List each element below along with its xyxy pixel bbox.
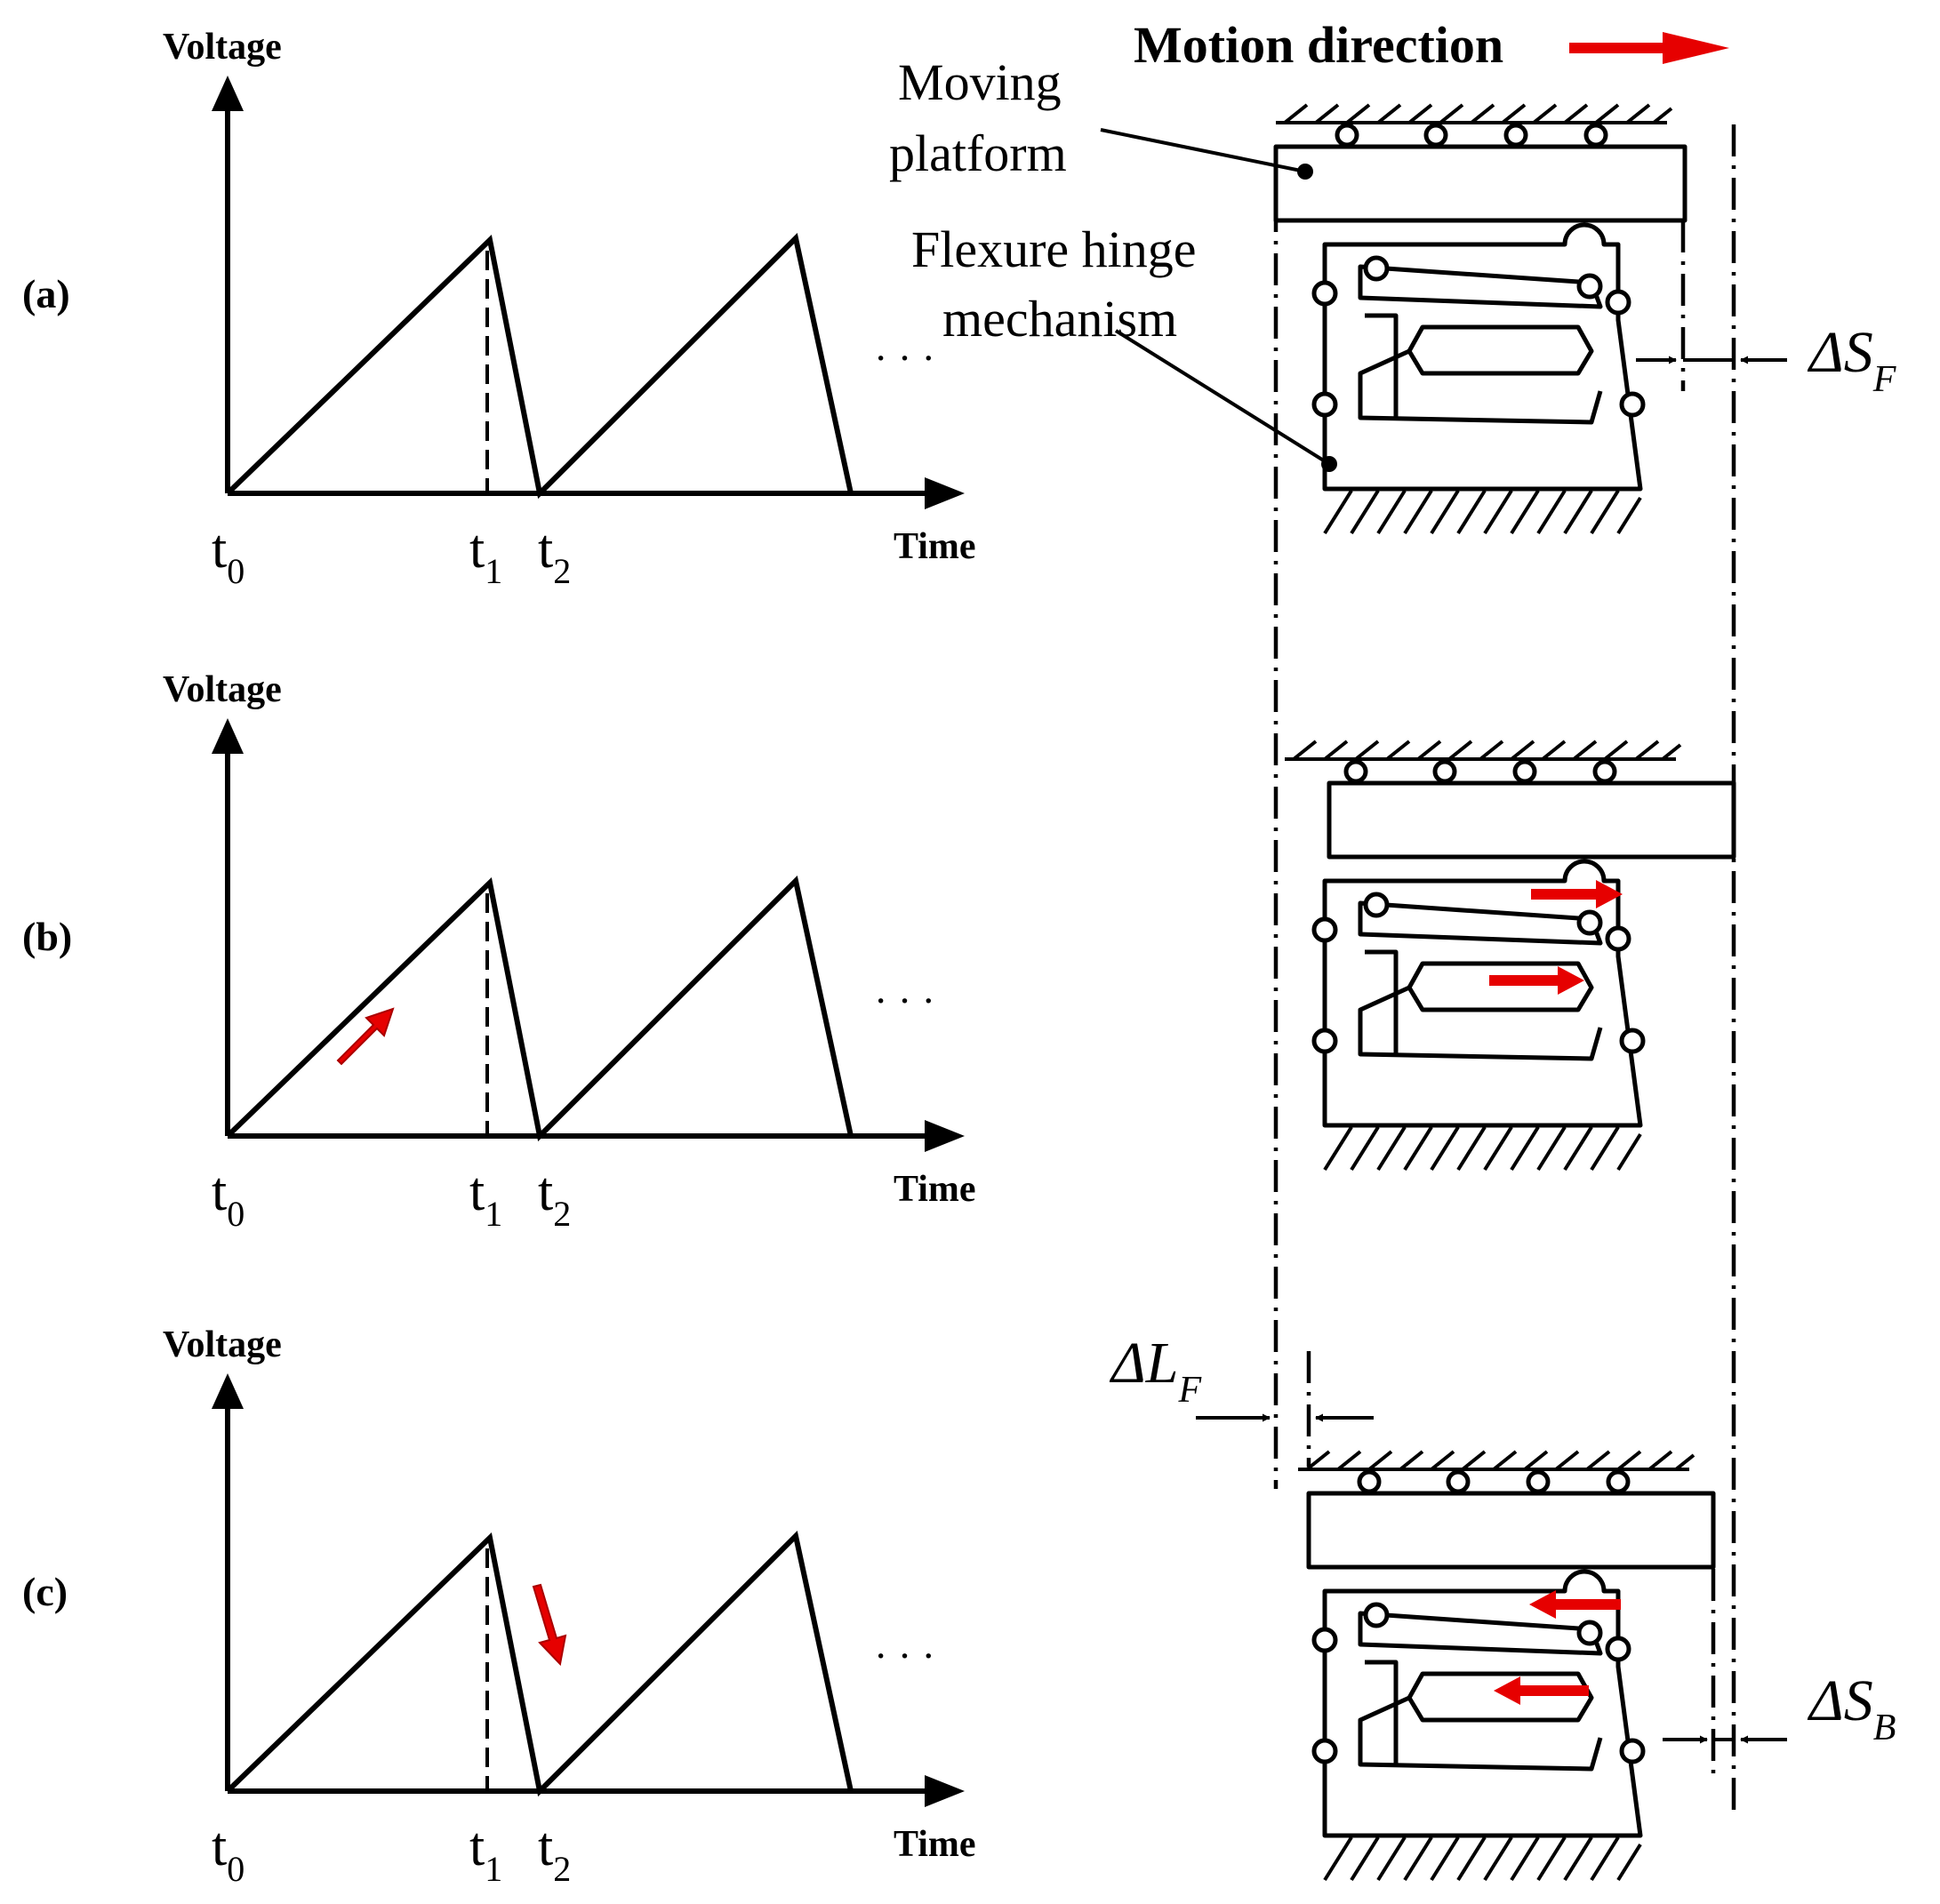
- mechanism-c: [1298, 1452, 1787, 1880]
- moving-platform: [1306, 1491, 1716, 1570]
- y-axis-label: Voltage: [163, 669, 282, 710]
- panel-label: (c): [22, 1569, 68, 1614]
- tick-t1: t1: [469, 1817, 502, 1889]
- rise-arrow-icon: [336, 1007, 395, 1066]
- x-axis-label: Time: [894, 1169, 976, 1210]
- motion-arrow-icon: [1569, 32, 1729, 64]
- delta-sb-label: ΔSB: [1807, 1668, 1896, 1748]
- delta-lf-marker: [1196, 1351, 1374, 1467]
- guide-rail: [1285, 741, 1680, 781]
- moving-platform-label-2: platform: [889, 124, 1067, 182]
- flexure-hinge-mechanism: [1314, 225, 1643, 533]
- moving-platform-label: Moving: [898, 53, 1062, 111]
- mechanism-b: [1285, 741, 1736, 1170]
- y-axis-label: Voltage: [163, 1324, 282, 1365]
- ellipsis: · · ·: [874, 978, 935, 1023]
- flexure-label: Flexure hinge: [911, 220, 1197, 278]
- waveform-b: [212, 718, 965, 1152]
- tick-t1: t1: [469, 1162, 502, 1234]
- displacement-arrow-icon: [1489, 880, 1623, 995]
- tick-t2: t2: [538, 1817, 571, 1889]
- panel-label: (b): [22, 914, 72, 959]
- tick-t2: t2: [538, 519, 571, 591]
- y-axis-label: Voltage: [163, 27, 282, 68]
- tick-t2: t2: [538, 1162, 571, 1234]
- moving-platform: [1327, 780, 1736, 860]
- tick-t0: t0: [212, 519, 245, 591]
- x-axis-label: Time: [894, 526, 976, 567]
- moving-platform: [1273, 144, 1687, 223]
- guide-rail: [1276, 105, 1671, 145]
- delta-lf-label: ΔLF: [1109, 1331, 1201, 1411]
- displacement-arrow-icon: [1494, 1590, 1621, 1705]
- delta-sf-label: ΔSF: [1807, 320, 1896, 400]
- motion-direction-label: Motion direction: [1134, 16, 1503, 74]
- panel-c: (c) Voltage Time t0 t1 t2 · · ·: [22, 1324, 976, 1889]
- ellipsis: · · ·: [874, 335, 935, 380]
- waveform-a: [212, 76, 965, 509]
- flexure-hinge-mechanism: [1314, 861, 1643, 1170]
- guide-rail: [1298, 1452, 1694, 1492]
- panel-b: (b) Voltage Time t0 t1 t2 · · ·: [22, 669, 976, 1234]
- tick-t0: t0: [212, 1817, 245, 1889]
- tick-t1: t1: [469, 519, 502, 591]
- flexure-label-2: mechanism: [942, 290, 1177, 348]
- mechanism-a: [1100, 105, 1787, 533]
- waveform-c: [212, 1373, 965, 1807]
- panel-a: (a) Voltage Time t0 t1 t2 · · ·: [22, 27, 976, 591]
- panel-label: (a): [22, 271, 70, 316]
- ellipsis: · · ·: [874, 1633, 935, 1678]
- tick-t0: t0: [212, 1162, 245, 1234]
- fall-arrow-icon: [532, 1583, 567, 1667]
- flexure-hinge-mechanism: [1314, 1572, 1643, 1880]
- x-axis-label: Time: [894, 1824, 976, 1865]
